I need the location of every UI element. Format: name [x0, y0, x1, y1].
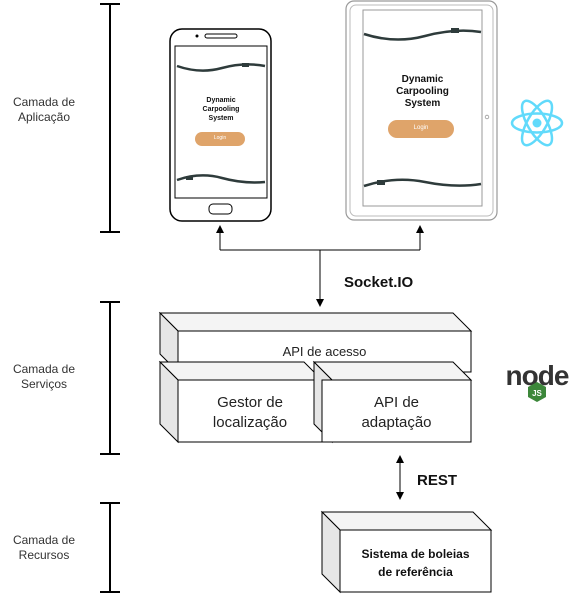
- app-title-line: Carpooling: [396, 86, 449, 97]
- app-title-line: System: [404, 98, 441, 109]
- layer-label-resources: Camada de Recursos: [0, 533, 94, 563]
- location-manager-line: localização: [212, 414, 288, 431]
- layer-label-line: Serviços: [20, 377, 67, 391]
- adaptation-api-label: API de adaptação: [322, 393, 471, 433]
- reference-system-label: Sistema de boleias de referência: [340, 545, 491, 581]
- adaptation-api-line: adaptação: [361, 414, 432, 431]
- app-title-line: Carpooling: [202, 106, 240, 113]
- phone-login-button[interactable]: Login: [213, 135, 227, 141]
- phone-app-title: Dynamic Carpooling System: [175, 96, 267, 123]
- phone-device: [169, 28, 272, 222]
- layer-label-line: Camada de: [12, 362, 76, 376]
- layer-label-services: Camada de Serviços: [0, 362, 94, 392]
- node-js-badge: JS: [532, 389, 542, 398]
- app-title-line: Dynamic: [206, 97, 236, 104]
- react-logo-icon: [510, 99, 564, 147]
- tablet-device: [345, 0, 498, 221]
- location-manager-line: Gestor de: [217, 394, 283, 411]
- app-title-line: System: [208, 115, 234, 122]
- layer-label-line: Camada de: [12, 95, 76, 109]
- tablet-app-title: Dynamic Carpooling System: [363, 74, 482, 110]
- app-title-line: Dynamic: [401, 74, 444, 85]
- reference-system-line: de referência: [378, 565, 453, 579]
- location-manager-box: [158, 360, 324, 444]
- bracket-services: [100, 301, 120, 455]
- adaptation-api-line: API de: [373, 394, 420, 411]
- reference-system-line: Sistema de boleias: [361, 547, 470, 561]
- socket-connector: [216, 225, 424, 307]
- layer-label-application: Camada de Aplicação: [0, 95, 94, 125]
- adaptation-api-box: [312, 360, 473, 444]
- location-manager-label: Gestor de localização: [178, 393, 322, 433]
- rest-label: REST: [417, 472, 458, 489]
- api-access-label: API de acesso: [282, 344, 367, 359]
- bracket-resources: [100, 502, 120, 593]
- bracket-application: [100, 3, 120, 233]
- tablet-login-button[interactable]: Login: [413, 125, 429, 131]
- reference-system-box: [320, 510, 493, 594]
- nodejs-logo-icon: node JS: [506, 360, 570, 402]
- layer-label-line: Camada de: [12, 533, 76, 547]
- layer-label-line: Aplicação: [17, 110, 71, 124]
- layer-label-line: Recursos: [18, 548, 70, 562]
- socketio-label: Socket.IO: [344, 274, 414, 291]
